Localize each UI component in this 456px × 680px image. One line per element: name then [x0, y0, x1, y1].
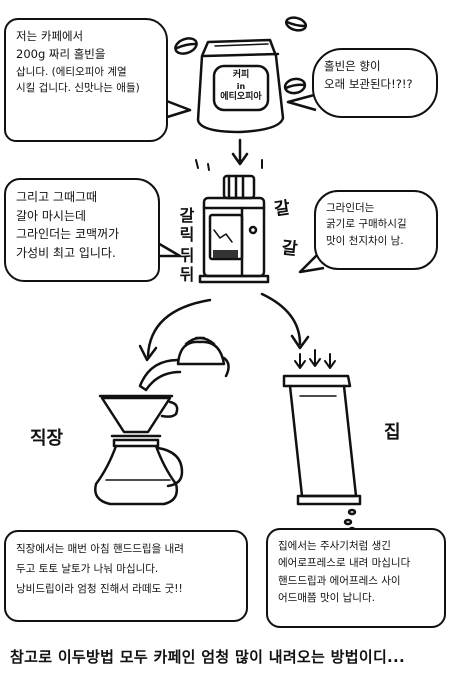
bubble-top-left: 저는 카페에서 200g 짜리 홀빈을 삽니다. (에티오피아 계열 시킬 겁니… — [4, 18, 168, 142]
label-home: 집 — [384, 422, 401, 443]
grind-sound-left-2: 뒤뒤 — [179, 246, 195, 285]
arrow-curve-left-icon — [146, 298, 212, 358]
bubble-text-line: 핸드드립과 에어프레스 사이 — [278, 574, 401, 587]
grind-sound-right-1: 갈 — [273, 197, 292, 220]
bean-bag-label-line: 커피 — [232, 70, 250, 80]
grind-sound-left: 갈릭 — [179, 206, 195, 245]
bubble-text-line: 시킬 겁니다. 신맛나는 애들) — [16, 81, 140, 94]
bubble-tail — [286, 92, 319, 112]
bean-bag-label: 커피 in 에티오피아 — [216, 70, 266, 104]
coffee-bean-icon — [174, 37, 198, 55]
bean-bag — [196, 38, 285, 134]
bubble-tail — [163, 98, 192, 120]
kettle — [138, 336, 230, 392]
bubble-text-line: 삽니다. (에티오피아 계열 — [16, 65, 127, 78]
bubble-text-line: 그라인더는 코맥꺼가 — [16, 227, 120, 242]
bubble-text-line: 맛이 천지차이 남. — [326, 234, 404, 247]
bubble-text-line: 갈아 마시는데 — [16, 208, 87, 223]
aeropress — [282, 374, 362, 534]
bubble-mid-left: 그리고 그때그때 갈아 마시는데 그라인더는 코맥꺼가 가성비 최고 입니다. — [4, 178, 160, 282]
coffee-bean-icon — [284, 16, 308, 32]
bubble-text-line: 저는 카페에서 — [16, 29, 84, 43]
bubble-bottom-left: 직장에서는 매번 아침 핸드드립을 내려 두고 토토 날토가 나눠 마십니다. … — [4, 530, 248, 622]
hand-drip-set — [94, 394, 184, 506]
bubble-top-right: 홀빈은 향이 오래 보관된다!?!? — [312, 48, 438, 118]
grinder — [198, 174, 270, 284]
bubble-text-line: 굵기로 구매하시길 — [326, 218, 407, 231]
grind-sound-right-2: 갈 — [280, 238, 299, 260]
bubble-bottom-right: 집에서는 주사기처럼 생긴 에어로프레스로 내려 마십니다 핸드드립과 에어프레… — [266, 528, 446, 628]
bubble-text-line: 어드매쯤 맛이 납니다. — [278, 591, 375, 604]
bubble-text-line: 200g 짜리 홀빈을 — [16, 46, 106, 61]
bubble-text-line: 그라인더는 — [326, 202, 375, 214]
bean-bag-label-line: 에티오피아 — [220, 92, 262, 103]
arrow-curve-right-icon — [260, 292, 302, 346]
bean-bag-label-line: in — [236, 81, 246, 91]
arrow-down-icon — [231, 138, 249, 166]
bubble-text-line: 낭비드립이라 엄청 진해서 라떼도 굿!! — [16, 582, 183, 595]
bubble-tail — [154, 240, 182, 258]
bubble-text-line: 에어로프레스로 내려 마십니다 — [278, 557, 411, 570]
bubble-text-line: 홀빈은 향이 — [324, 59, 381, 73]
bubble-text-line: 가성비 최고 입니다. — [16, 245, 116, 260]
bubble-text-line: 오래 보관된다!?!? — [324, 76, 413, 91]
bubble-text-line: 그리고 그때그때 — [16, 190, 98, 204]
bubble-text-line: 두고 토토 날토가 나눠 마십니다. — [16, 562, 159, 575]
coffee-bean-icon — [283, 77, 307, 95]
footer-note: 참고로 이두방법 모두 카페인 엄청 많이 내려오는 방법이디... — [10, 648, 406, 666]
bubble-mid-right: 그라인더는 굵기로 구매하시길 맛이 천지차이 남. — [314, 190, 438, 270]
label-work: 직장 — [30, 428, 64, 449]
bubble-text-line: 집에서는 주사기처럼 생긴 — [278, 540, 391, 552]
bubble-text-line: 직장에서는 매번 아침 핸드드립을 내려 — [16, 543, 184, 555]
